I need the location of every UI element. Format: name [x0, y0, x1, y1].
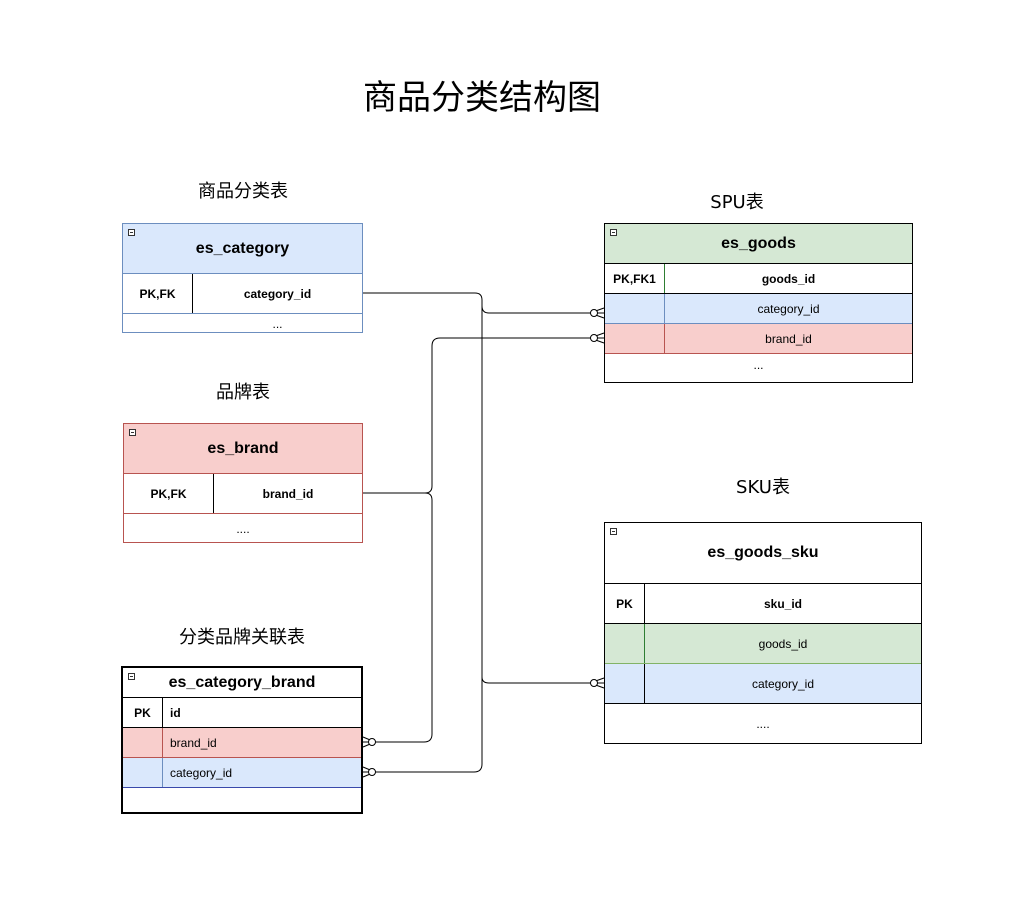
collapse-icon[interactable]: [610, 229, 617, 236]
caption-category-brand: 分类品牌关联表: [179, 627, 305, 648]
crowfoot-icon: [589, 332, 605, 344]
field-cell: category_id: [170, 765, 233, 780]
key-cell: [605, 294, 665, 323]
field-cell: category_id: [757, 301, 820, 316]
key-cell: PK: [605, 584, 645, 623]
collapse-icon[interactable]: [128, 673, 135, 680]
table-name: es_goods: [721, 234, 796, 252]
field-cell: id: [170, 705, 181, 720]
table-header[interactable]: es_category_brand: [123, 668, 361, 698]
field-cell: sku_id: [763, 596, 802, 611]
table-name: es_brand: [207, 439, 279, 457]
collapse-icon[interactable]: [129, 429, 136, 436]
link-category-goods[interactable]: [363, 292, 590, 314]
key-cell: PK,FK: [124, 474, 214, 513]
key-cell: PK: [123, 698, 163, 727]
key-cell: [605, 324, 665, 353]
table-header[interactable]: es_category: [123, 224, 362, 274]
table-es-category-brand[interactable]: es_category_brand PK id brand_id categor…: [121, 666, 363, 814]
field-cell: goods_id: [761, 271, 816, 286]
table-name: es_goods_sku: [707, 544, 819, 561]
field-cell: category_id: [751, 676, 815, 691]
link-brand-goods[interactable]: [363, 337, 590, 494]
key-cell: [605, 624, 645, 663]
crowfoot-icon: [589, 677, 605, 689]
key-cell: [123, 728, 163, 757]
table-es-brand[interactable]: es_brand PK,FK brand_id ....: [123, 423, 363, 543]
table-name: es_category: [195, 239, 290, 257]
field-cell: brand_id: [765, 331, 812, 346]
key-cell: [123, 758, 163, 787]
table-header[interactable]: es_goods_sku: [605, 523, 921, 584]
link-brand-category-brand[interactable]: [375, 492, 433, 743]
more-cell: ....: [756, 716, 770, 731]
table-es-goods-sku[interactable]: es_goods_sku PK sku_id goods_id category…: [604, 522, 922, 744]
field-cell: goods_id: [758, 636, 808, 651]
caption-brand: 品牌表: [216, 382, 270, 403]
more-cell: ...: [753, 358, 764, 372]
key-cell: [605, 664, 645, 703]
field-cell: category_id: [243, 286, 312, 301]
crowfoot-icon: [362, 766, 376, 778]
caption-category: 商品分类表: [198, 181, 288, 202]
crowfoot-icon: [589, 307, 605, 319]
field-cell: brand_id: [262, 486, 314, 501]
table-header[interactable]: es_brand: [124, 424, 362, 474]
link-category-category-brand[interactable]: [375, 677, 483, 773]
caption-spu: SPU表: [710, 192, 764, 213]
key-cell: PK,FK1: [605, 264, 665, 293]
table-name: es_category_brand: [168, 673, 316, 691]
key-cell: PK,FK: [123, 274, 193, 313]
caption-sku: SKU表: [736, 477, 790, 498]
more-cell: ....: [236, 521, 250, 536]
field-cell: brand_id: [170, 735, 217, 750]
table-es-goods[interactable]: es_goods PK,FK1 goods_id category_id bra…: [604, 223, 913, 383]
collapse-icon[interactable]: [128, 229, 135, 236]
table-header[interactable]: es_goods: [605, 224, 912, 264]
collapse-icon[interactable]: [610, 528, 617, 535]
crowfoot-icon: [362, 736, 376, 748]
diagram-title: 商品分类结构图: [363, 78, 601, 118]
more-cell: ...: [272, 316, 283, 331]
table-es-category[interactable]: es_category PK,FK category_id ...: [122, 223, 363, 333]
link-category-sku[interactable]: [481, 306, 590, 684]
